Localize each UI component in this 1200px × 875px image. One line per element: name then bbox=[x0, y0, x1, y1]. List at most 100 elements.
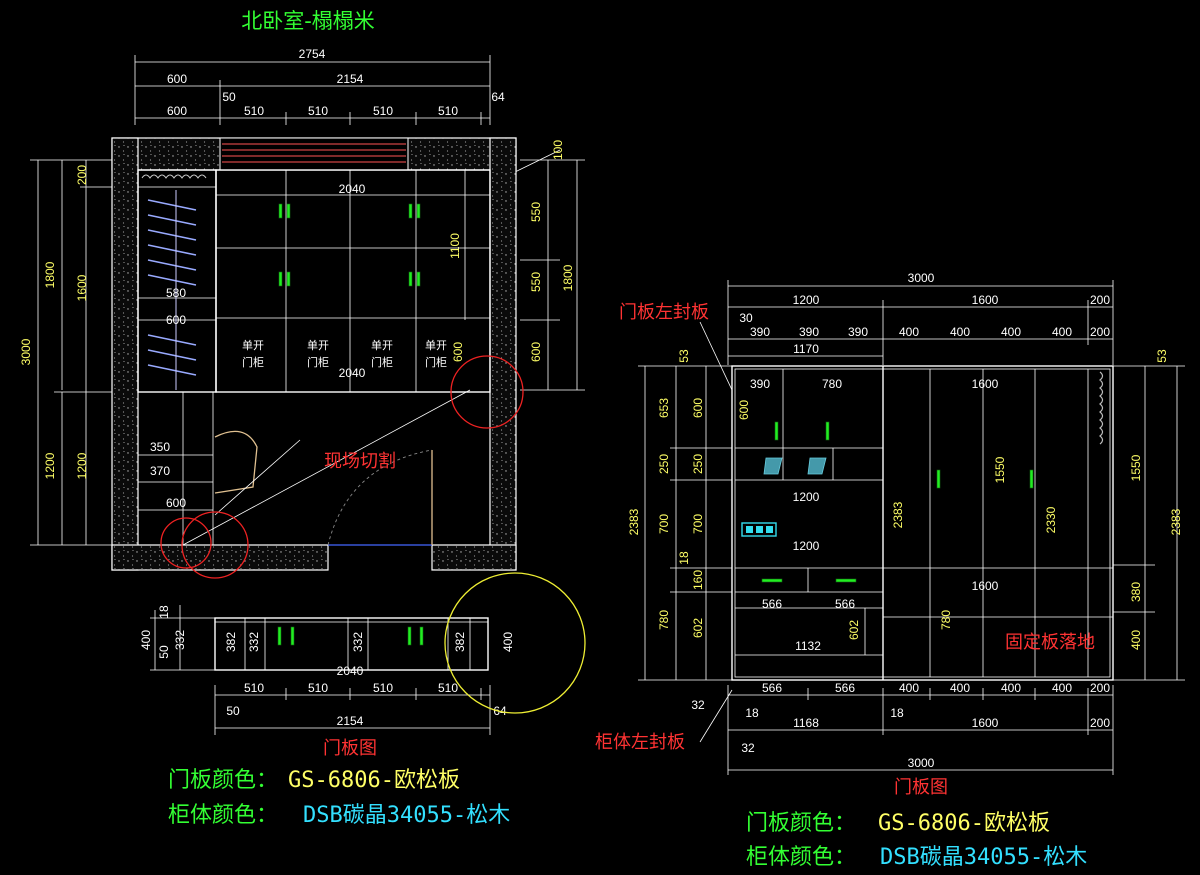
elev-400c: 400 bbox=[1001, 325, 1021, 339]
inner-1200a: 1200 bbox=[793, 490, 820, 504]
elev-b-1168: 1168 bbox=[793, 716, 819, 730]
door-left-edge-note: 门板左封板 bbox=[619, 302, 709, 323]
side-332: 332 bbox=[173, 630, 187, 650]
elev-l-780: 780 bbox=[657, 610, 671, 630]
room-walls bbox=[111, 137, 517, 571]
tatami-grid: 2040 2040 600 单开 门柜 单开 门柜 单开 门柜 单开 门柜 bbox=[215, 169, 491, 393]
dim-600b: 600 bbox=[167, 104, 187, 118]
dim-550b: 550 bbox=[529, 272, 543, 292]
inner-566a: 566 bbox=[762, 597, 782, 611]
bottom-510d: 510 bbox=[438, 681, 458, 695]
dim-1600: 1600 bbox=[75, 274, 89, 301]
left-door-panel: 382 332 332 382 400 2040 18 400 50 332 5… bbox=[139, 572, 586, 759]
elev-30: 30 bbox=[739, 311, 753, 325]
inner-780b: 780 bbox=[939, 610, 953, 630]
side-400: 400 bbox=[139, 630, 153, 650]
left-door-title: 门板图 bbox=[323, 738, 377, 759]
elev-3000: 3000 bbox=[908, 271, 935, 285]
yellow-circle bbox=[444, 572, 586, 714]
elev-bottom-dimensions: 566 566 400 400 400 400 200 32 18 1168 1… bbox=[691, 681, 1114, 775]
plan-right-dimensions: 100 550 550 600 1800 1100 bbox=[448, 140, 585, 391]
elev-400d: 400 bbox=[1052, 325, 1072, 339]
dim-600c: 600 bbox=[166, 313, 186, 327]
elev-400a: 400 bbox=[899, 325, 919, 339]
left-plan: 北卧室-榻榻米 2754 600 2154 600 50 510 510 510… bbox=[19, 9, 585, 579]
inner-1132: 1132 bbox=[795, 639, 821, 653]
elev-l-53: 53 bbox=[677, 349, 691, 363]
dim-510b: 510 bbox=[308, 104, 328, 118]
elev-b-1600: 1600 bbox=[972, 716, 999, 730]
elev-1200: 1200 bbox=[793, 293, 820, 307]
elev-handle-2 bbox=[825, 421, 830, 441]
right-body-color-label: 柜体颜色： bbox=[746, 845, 856, 870]
inner-2383: 2383 bbox=[891, 501, 905, 528]
panel-382b: 382 bbox=[453, 632, 467, 652]
elev-b-400c: 400 bbox=[1001, 681, 1021, 695]
bottom-510b: 510 bbox=[308, 681, 328, 695]
inner-1200b: 1200 bbox=[793, 539, 820, 553]
dim-3000: 3000 bbox=[19, 338, 33, 365]
bottom-2154: 2154 bbox=[337, 714, 364, 728]
handle-4 bbox=[416, 203, 421, 219]
elev-l-250a: 250 bbox=[657, 454, 671, 474]
dim-64: 64 bbox=[491, 90, 505, 104]
elev-b-566b: 566 bbox=[835, 681, 855, 695]
side-18: 18 bbox=[157, 605, 171, 619]
elev-l-700a: 700 bbox=[657, 514, 671, 534]
cabinet-label-3a: 单开 bbox=[371, 339, 393, 352]
elev-b-200a: 200 bbox=[1090, 681, 1110, 695]
socket-icon bbox=[741, 522, 777, 537]
shoe-icon-1 bbox=[763, 457, 783, 475]
cabinet-label-1a: 单开 bbox=[242, 339, 264, 352]
elev-l-653: 653 bbox=[657, 398, 671, 418]
dim-600-inner: 600 bbox=[451, 342, 465, 362]
elev-r-53: 53 bbox=[1155, 349, 1169, 363]
elev-390a: 390 bbox=[750, 325, 770, 339]
elev-1600: 1600 bbox=[972, 293, 999, 307]
inner-600: 600 bbox=[737, 400, 751, 420]
elev-handle-4 bbox=[1029, 469, 1034, 489]
elev-b-32a: 32 bbox=[691, 698, 705, 712]
dim-350: 350 bbox=[150, 440, 170, 454]
inner-1550: 1550 bbox=[993, 456, 1007, 483]
panel-332b: 332 bbox=[351, 632, 365, 652]
cabinet-label-2a: 单开 bbox=[307, 339, 329, 352]
elev-l-18: 18 bbox=[677, 551, 691, 565]
elev-left-dimensions: 53 653 600 250 250 2383 700 700 18 160 7… bbox=[627, 349, 732, 681]
dim-200: 200 bbox=[75, 165, 89, 185]
shoe-icon-2 bbox=[807, 457, 827, 475]
dim-1200a: 1200 bbox=[43, 452, 57, 479]
dim-510a: 510 bbox=[244, 104, 264, 118]
dim-1200b: 1200 bbox=[75, 452, 89, 479]
inner-602: 602 bbox=[847, 620, 861, 640]
right-door-color-label: 门板颜色： bbox=[746, 811, 856, 836]
site-cut-note: 现场切割 bbox=[324, 451, 396, 472]
dim-100: 100 bbox=[551, 140, 565, 160]
elev-l-602: 602 bbox=[691, 618, 705, 638]
handle-1 bbox=[278, 203, 283, 219]
dim-2754: 2754 bbox=[299, 47, 326, 61]
plan-title: 北卧室-榻榻米 bbox=[241, 9, 375, 33]
elev-r-2383: 2383 bbox=[1169, 508, 1183, 535]
elev-b-400b: 400 bbox=[950, 681, 970, 695]
left-door-color-value: GS-6806-欧松板 bbox=[288, 768, 460, 793]
right-door-title: 门板图 bbox=[894, 777, 948, 798]
wardrobe-left: 580 600 bbox=[137, 169, 217, 393]
cabinet-label-1b: 门柜 bbox=[242, 355, 264, 369]
bottom-510c: 510 bbox=[373, 681, 393, 695]
inner-2330: 2330 bbox=[1044, 506, 1058, 533]
inner-566b: 566 bbox=[835, 597, 855, 611]
elev-b-400d: 400 bbox=[1052, 681, 1072, 695]
handle-3 bbox=[408, 203, 413, 219]
dim-2040-top: 2040 bbox=[339, 182, 366, 196]
dim-1800: 1800 bbox=[43, 261, 57, 288]
elev-top-dimensions: 3000 1200 1600 200 30 390 390 390 400 40… bbox=[727, 271, 1114, 365]
elev-handle-1 bbox=[774, 421, 779, 441]
dim-510c: 510 bbox=[373, 104, 393, 118]
dim-1100: 1100 bbox=[448, 233, 462, 259]
elev-390c: 390 bbox=[848, 325, 868, 339]
dim-600a: 600 bbox=[167, 72, 187, 86]
inner-780a: 780 bbox=[822, 377, 842, 391]
dim-50: 50 bbox=[222, 90, 236, 104]
panel-400-right: 400 bbox=[501, 632, 515, 652]
